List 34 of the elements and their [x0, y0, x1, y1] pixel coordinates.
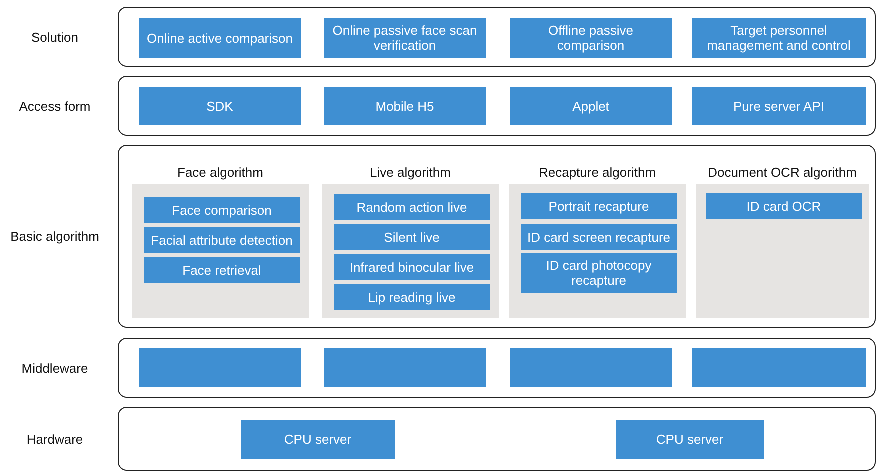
component-box: Online active comparison: [139, 18, 301, 58]
component-box: Applet: [510, 87, 672, 125]
component-box: ID card OCR: [706, 193, 862, 219]
component-box: Offline passive comparison: [510, 18, 672, 58]
layer-label: Solution: [32, 30, 78, 44]
component-box: Pure server API: [692, 87, 866, 125]
component-box: Mobile H5: [324, 87, 486, 125]
component-box: Random action live: [334, 194, 490, 220]
component-box: [692, 348, 866, 387]
component-box: [324, 348, 486, 387]
category-heading: Document OCR algorithm: [707, 165, 858, 180]
component-box: CPU server: [241, 420, 395, 459]
component-box: Lip reading live: [334, 284, 490, 310]
component-box: Target personnel management and control: [692, 18, 866, 58]
layer-label: Middleware: [22, 360, 88, 376]
component-box: ID card screen recapture: [521, 224, 677, 250]
component-box: CPU server: [616, 420, 764, 459]
component-box: Face comparison: [144, 197, 300, 223]
component-box: Silent live: [334, 224, 490, 250]
layer-label: Hardware: [26, 432, 84, 446]
layer-label: Basic algorithm: [10, 229, 100, 244]
component-box: Online passive face scan verification: [324, 18, 486, 58]
component-box: Face retrieval: [144, 257, 300, 283]
component-box: [510, 348, 672, 387]
component-box: [139, 348, 301, 387]
component-box: Portrait recapture: [521, 193, 677, 219]
component-box: SDK: [139, 87, 301, 125]
layer-label: Access form: [19, 98, 91, 114]
component-box: Infrared binocular live: [334, 254, 490, 280]
category-heading: Live algorithm: [369, 165, 452, 180]
category-heading: Face algorithm: [176, 165, 264, 180]
component-box: ID card photocopy recapture: [521, 253, 677, 293]
category-heading: Recapture algorithm: [538, 165, 658, 180]
component-box: Facial attribute detection: [144, 227, 300, 253]
